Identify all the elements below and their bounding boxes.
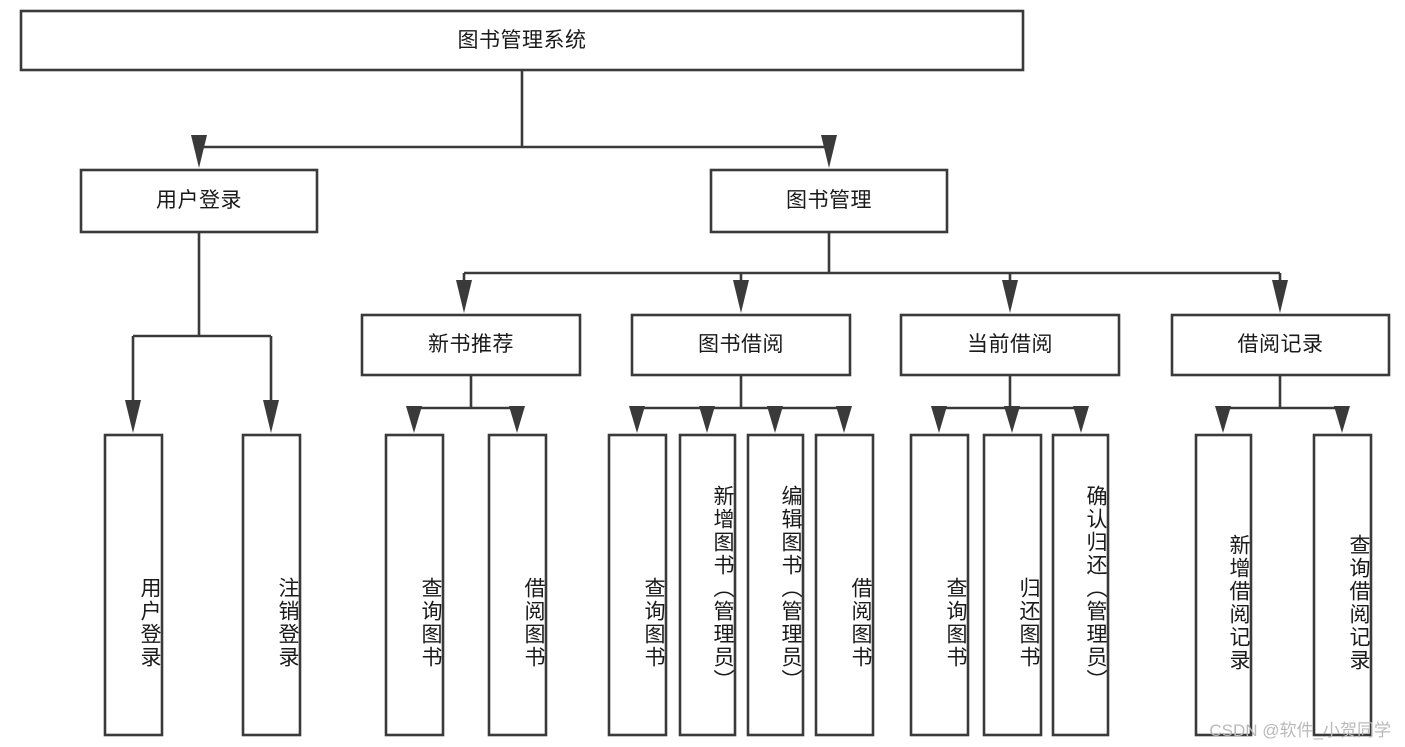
arrow-head-book-borrow: [733, 280, 749, 313]
node-box-leaf-rec-borrow[interactable]: [487, 433, 548, 737]
node-box-book-manage[interactable]: [709, 168, 949, 234]
arrow-head-leaf-borrow-query: [629, 406, 645, 433]
arrow-head-current-borrow: [1002, 280, 1018, 313]
arrow-head-leaf-cur-query: [931, 406, 947, 433]
node-box-user-login[interactable]: [79, 168, 319, 234]
arrow-head-leaf-cur-confirm: [1073, 406, 1089, 433]
connector-root-to-level2: [191, 70, 837, 168]
arrow-head-leaf-borrow-edit: [767, 406, 783, 433]
node-box-leaf-rec-query2[interactable]: [1312, 433, 1373, 737]
node-box-new-book-rec[interactable]: [360, 313, 582, 377]
node-box-borrow-record[interactable]: [1170, 313, 1391, 377]
watermark-text: CSDN @软件_小贺同学: [1209, 721, 1391, 740]
node-box-leaf-cur-confirm[interactable]: [1051, 433, 1110, 737]
node-box-leaf-borrow-do[interactable]: [814, 433, 875, 737]
node-box-leaf-rec-add[interactable]: [1194, 433, 1253, 737]
node-box-leaf-cur-query[interactable]: [909, 433, 970, 737]
node-box-leaf-borrow-add[interactable]: [678, 433, 737, 737]
arrow-head-leaf-user-logout: [263, 400, 279, 433]
connector-borrow-record-to-leaves: [1215, 375, 1350, 433]
arrow-head-book-manage: [821, 135, 837, 168]
arrow-head-leaf-rec-borrow: [509, 406, 525, 433]
node-box-current-borrow[interactable]: [899, 313, 1121, 377]
arrow-head-new-book-rec: [456, 280, 472, 313]
node-box-leaf-user-login[interactable]: [103, 433, 164, 737]
node-box-leaf-borrow-edit[interactable]: [746, 433, 805, 737]
node-box-root[interactable]: [19, 9, 1025, 72]
arrow-head-leaf-rec-add: [1215, 406, 1231, 433]
node-box-leaf-borrow-query[interactable]: [607, 433, 668, 737]
arrow-head-user-login: [191, 135, 207, 168]
arrow-head-leaf-borrow-add: [699, 406, 715, 433]
connector-new-book-rec-to-leaves: [406, 375, 525, 433]
arrow-head-borrow-record: [1272, 280, 1288, 313]
arrow-head-leaf-cur-return: [1004, 406, 1020, 433]
connector-current-borrow-to-leaves: [931, 375, 1089, 433]
node-box-book-borrow[interactable]: [630, 313, 852, 377]
arrow-head-leaf-rec-query2: [1334, 406, 1350, 433]
arrow-head-leaf-rec-query: [406, 406, 422, 433]
connector-book-manage-to-level3: [456, 232, 1288, 313]
connector-book-borrow-to-leaves: [629, 375, 852, 433]
node-box-leaf-user-logout[interactable]: [241, 433, 302, 737]
arrow-head-leaf-borrow-do: [836, 406, 852, 433]
node-box-leaf-rec-query[interactable]: [384, 433, 445, 737]
connector-user-login-to-leaves: [125, 232, 279, 433]
arrow-head-leaf-user-login: [125, 400, 141, 433]
node-box-leaf-cur-return[interactable]: [982, 433, 1043, 737]
